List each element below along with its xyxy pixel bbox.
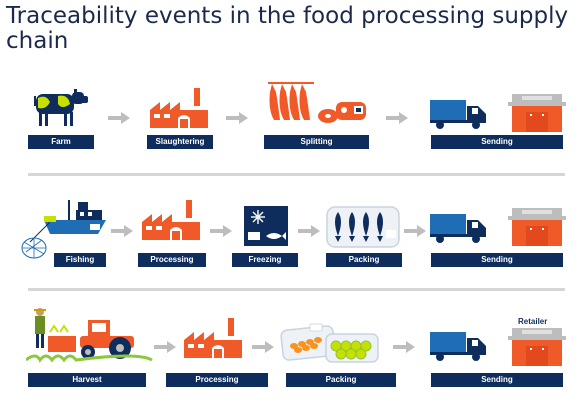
truck-icon: [430, 100, 486, 129]
warehouse-icon: [508, 208, 566, 246]
arrow-right-icon: [404, 225, 426, 237]
step-label-sending: Sending: [431, 253, 563, 267]
freezer-box-icon: [244, 206, 288, 246]
step-label-sending: Sending: [431, 135, 563, 149]
factory-icon: [150, 88, 208, 128]
step-label-packing: Packing: [286, 373, 396, 387]
arrow-right-icon: [111, 225, 133, 237]
fishing-boat-icon: [21, 200, 106, 259]
step-label-fishing: Fishing: [54, 253, 106, 267]
step-label-freezing: Freezing: [232, 253, 298, 267]
truck-icon: [430, 332, 486, 361]
retailer-label: Retailer: [518, 317, 548, 326]
arrow-right-icon: [226, 112, 248, 124]
farmer-tractor-icon: [26, 308, 153, 363]
veg-tray-icon: [280, 323, 379, 363]
page-title: Traceability events in the food processi…: [6, 3, 569, 54]
cow-icon: [34, 89, 88, 126]
factory-icon: [184, 318, 242, 358]
row-divider: [28, 288, 565, 291]
step-label-slaughtering: Slaughtering: [147, 135, 213, 149]
arrow-right-icon: [108, 112, 130, 124]
step-label-splitting: Splitting: [264, 135, 369, 149]
truck-icon: [430, 214, 486, 243]
factory-icon: [142, 200, 200, 240]
meat-cuts-icon: [268, 82, 366, 123]
arrow-right-icon: [210, 225, 232, 237]
arrow-right-icon: [386, 112, 408, 124]
arrow-right-icon: [298, 225, 320, 237]
warehouse-icon: [508, 94, 566, 132]
arrow-right-icon: [154, 341, 176, 353]
step-label-sending: Sending: [431, 373, 563, 387]
arrow-right-icon: [252, 341, 274, 353]
fish-tray-icon: [326, 206, 400, 248]
step-label-processing: Processing: [166, 373, 268, 387]
row-divider: [28, 173, 565, 176]
step-label-harvest: Harvest: [28, 373, 146, 387]
step-label-farm: Farm: [28, 135, 94, 149]
arrow-right-icon: [393, 341, 415, 353]
step-label-packing: Packing: [326, 253, 402, 267]
step-label-processing: Processing: [138, 253, 206, 267]
warehouse-icon: [508, 328, 566, 366]
